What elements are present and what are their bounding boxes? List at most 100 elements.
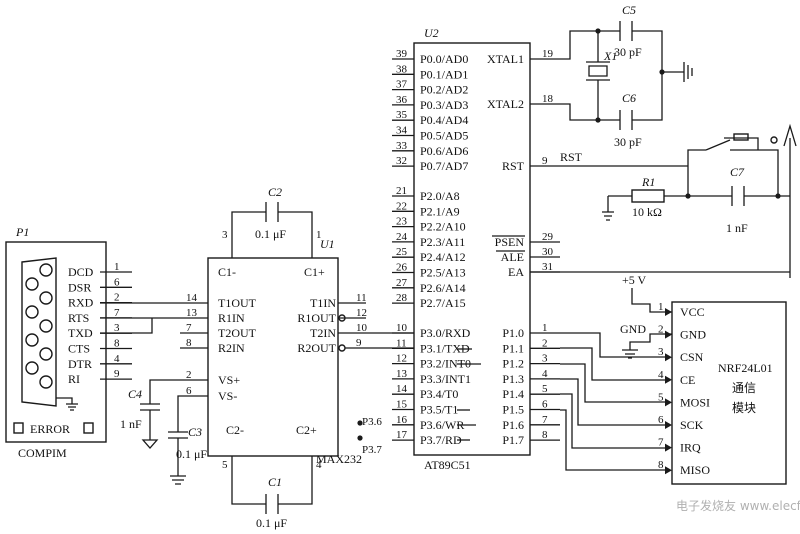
max232-left-pin-label: T2OUT: [218, 326, 257, 340]
spi-wire: [560, 409, 665, 471]
nrf-pin-label: CE: [680, 373, 695, 387]
mcu-right-mid-pin-label: PSEN: [495, 235, 525, 249]
mcu-left-pin-label: P3.5/T1: [420, 403, 458, 417]
db9-hole: [25, 333, 39, 347]
nrf-pin-label: SCK: [680, 418, 704, 432]
max232-left-pin-label: T1OUT: [218, 296, 257, 310]
max232-left-pin-label: VS-: [218, 389, 237, 403]
nrf-pin-number: 3: [658, 346, 664, 358]
vcc-arrow: [783, 123, 797, 278]
xtal1-wires: [530, 21, 676, 73]
spi-wire: [560, 363, 665, 403]
mcu-p1-pin-number: 7: [542, 414, 548, 426]
max232-pin3: 3: [222, 229, 228, 241]
mcu-left-pin-number: 37: [396, 79, 408, 91]
spi-wire: [560, 347, 665, 381]
nrf-pin-label: VCC: [680, 305, 705, 319]
nrf-gnd-wire: [622, 333, 672, 359]
mcu-left-pin-number: 16: [396, 414, 408, 426]
mcu-right-pin-label: XTAL2: [487, 97, 524, 111]
max232-left-pin-number: 2: [186, 369, 192, 381]
db9-hole: [25, 305, 39, 319]
cap-c3-wires: [168, 395, 208, 485]
max232-left-pin-label: R1IN: [218, 311, 245, 325]
max232-chip: U1 MAX232 C1- C1+ C2- C2+ T1OUT14R1IN13T…: [120, 185, 368, 530]
mcu-left-pin-label: P0.0/AD0: [420, 52, 468, 66]
mcu-left-pin-number: 23: [396, 216, 408, 228]
reset-switch-wires: [530, 137, 779, 196]
nrf-name-cn1: 通信: [732, 381, 756, 395]
max232-right-pin-label: R2OUT: [297, 341, 336, 355]
reset-button: [733, 133, 749, 141]
max232-right-pin-number: 11: [356, 292, 367, 304]
error-box-left: [13, 422, 24, 434]
nrf-pin-arrow: [665, 421, 672, 429]
nrf-name: NRF24L01: [718, 361, 773, 375]
mcu-left-pin-label: P2.4/A12: [420, 250, 466, 264]
mcu-left-pin-number: 32: [396, 155, 407, 167]
mcu-left-pin-label: P3.7/RD: [420, 433, 462, 447]
nrf-vcc-wire: [631, 288, 672, 313]
max232-outline: [207, 257, 339, 457]
mcu-p1-pin-label: P1.0: [502, 326, 524, 340]
db9-hole: [39, 319, 53, 333]
mcu-outline: [413, 42, 531, 456]
mcu-p1-pin-label: P1.3: [502, 372, 524, 386]
max232-label-c2minus: C2-: [226, 423, 244, 437]
mcu-left-pin-label: P0.4/AD4: [420, 113, 468, 127]
mcu-right-pin-number: 9: [542, 155, 548, 167]
nrf-pin-arrow: [665, 466, 672, 475]
mcu-left-pin-label: P0.6/AD6: [420, 144, 468, 158]
cap-c3-ref: C3: [188, 425, 202, 439]
mcu-left-pin-label: P2.1/A9: [420, 204, 460, 218]
nrf-module: NRF24L01 通信 模块 VCC1GND2CSN3CE4MOSI5SCK6I…: [560, 273, 787, 485]
mcu-left-pin-label: P2.3/A11: [420, 235, 465, 249]
uart-wires: [338, 302, 414, 349]
resistor-ref: R1: [641, 175, 655, 189]
max232-left-pin-label: R2IN: [218, 341, 245, 355]
max232-name: MAX232: [316, 452, 362, 466]
db9-pin-label: RTS: [68, 311, 89, 325]
max232-left-pin-number: 8: [186, 337, 192, 349]
mcu-left-pin-number: 39: [396, 48, 408, 60]
mcu-left-pin-number: 22: [396, 200, 407, 212]
db9-pin-label: CTS: [68, 342, 90, 356]
max232-right-pin-label: T2IN: [310, 326, 336, 340]
nrf-pin-number: 7: [658, 437, 664, 449]
mcu-left-pin-label: P0.5/AD5: [420, 129, 468, 143]
cap-c2-value: 0.1 μF: [255, 227, 286, 241]
max232-pin4: 4: [316, 459, 322, 471]
mcu-left-pin-label: P0.2/AD2: [420, 83, 468, 97]
cap-c1-wires: [231, 456, 313, 514]
max232-pin1: 1: [316, 229, 322, 241]
mcu-p1-pin-number: 4: [542, 368, 548, 380]
db9-hole: [39, 347, 53, 361]
mcu-right-pin-label: XTAL1: [487, 52, 524, 66]
mcu-left-pin-number: 27: [396, 277, 408, 289]
db9-pin-number: 7: [114, 307, 120, 319]
mcu-left-pin-label: P0.7/AD7: [420, 159, 468, 173]
mcu-left-pin-number: 12: [396, 353, 407, 365]
rst-net-label: RST: [560, 150, 583, 164]
nrf-pin-arrow: [665, 375, 672, 384]
mcu-right-mid-pin-label: ALE: [501, 250, 524, 264]
nrf-outline: [671, 301, 787, 485]
mcu-left-pin-number: 14: [396, 383, 408, 395]
oscillator-circuit: C5 30 pF C6 30 pF X1: [530, 3, 693, 149]
mcu-left-pin-label: P2.7/A15: [420, 296, 466, 310]
nrf-pin-number: 5: [658, 391, 664, 403]
spi-wire: [560, 332, 665, 358]
nrf-pin-number: 1: [658, 301, 664, 313]
max232-left-pin-label: VS+: [218, 373, 240, 387]
osc-ground-symbol: [676, 62, 693, 82]
cap-c7-value: 1 nF: [726, 221, 748, 235]
cap-c2-wires: [231, 202, 313, 258]
mcu-p1-pin-label: P1.4: [502, 387, 524, 401]
mcu-left-pin-number: 26: [396, 262, 408, 274]
db9-hole: [25, 277, 39, 291]
mcu-p1-pin-label: P1.5: [502, 403, 524, 417]
